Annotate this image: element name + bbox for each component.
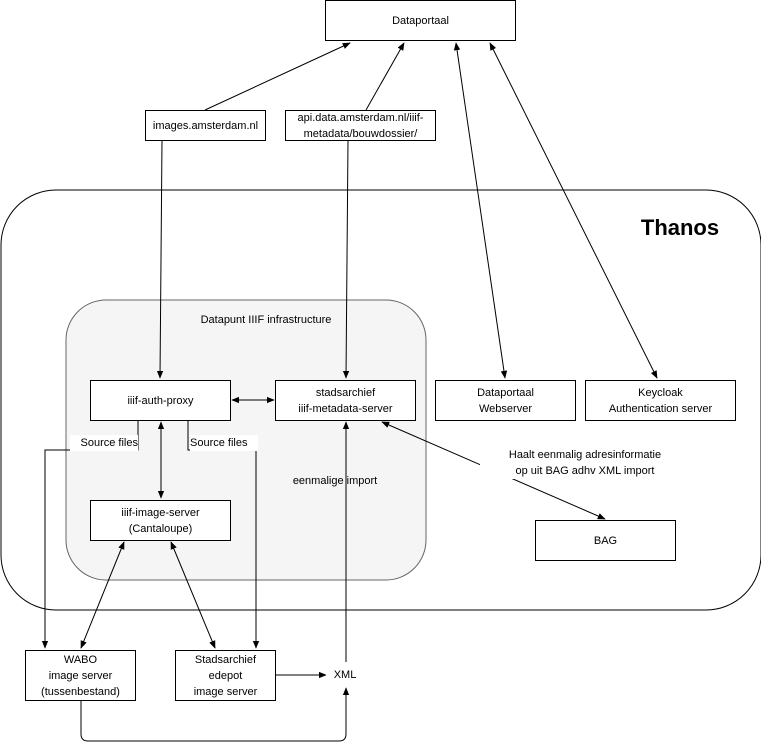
xml-label: XML — [326, 667, 364, 683]
arrow-api-to-metadata-server — [342, 139, 350, 379]
metadata-label-line1: stadsarchief — [315, 386, 376, 399]
metadata-server-box[interactable]: stadsarchief iiif-metadata-server — [275, 380, 416, 421]
arrow-images-to-dataportaal — [204, 42, 351, 111]
wabo-label-line3: (tussenbestand) — [41, 685, 120, 698]
images-amsterdam-label: images.amsterdam.nl — [152, 119, 259, 132]
thanos-title: Thanos — [640, 215, 720, 240]
bag-note-line1: Haalt eenmalig adresinformatie — [508, 449, 662, 461]
edepot-image-server-box[interactable]: Stadsarchief edepot image server — [175, 650, 276, 701]
api-metadata-box[interactable]: api.data.amsterdam.nl/iiif- metadata/bou… — [285, 110, 436, 141]
iiif-infrastructure-title: Datapunt IIIF infrastructure — [200, 314, 332, 326]
webserver-label-line2: Webserver — [479, 402, 532, 415]
bag-label: BAG — [593, 534, 618, 547]
metadata-label-line2: iiif-metadata-server — [298, 402, 393, 415]
image-server-label-line1: iiif-image-server — [121, 506, 200, 519]
dataportaal-box[interactable]: Dataportaal — [325, 0, 516, 41]
arrow-image-server-wabo — [80, 541, 125, 649]
keycloak-box[interactable]: Keycloak Authentication server — [585, 380, 736, 421]
iiif-image-server-box[interactable]: iiif-image-server (Cantaloupe) — [90, 500, 231, 541]
iiif-auth-proxy-box[interactable]: iiif-auth-proxy — [90, 380, 231, 421]
edepot-label-line2: edepot — [208, 669, 243, 682]
arrow-api-to-dataportaal — [365, 42, 405, 111]
arrow-wabo-to-xml — [80, 687, 350, 742]
wabo-image-server-box[interactable]: WABO image server (tussenbestand) — [25, 650, 136, 701]
bag-box[interactable]: BAG — [535, 520, 676, 561]
arrow-image-server-edepot — [170, 541, 216, 649]
arrow-dataportaal-keycloak — [489, 42, 658, 379]
arrow-images-to-auth-proxy — [156, 139, 164, 379]
bag-note-line2: op uit BAG adhv XML import — [515, 465, 655, 477]
wabo-label-line2: image server — [48, 669, 113, 682]
auth-proxy-label: iiif-auth-proxy — [127, 394, 194, 407]
wabo-label-line1: WABO — [63, 653, 98, 666]
source-files-left-label: Source files — [70, 435, 138, 451]
dataportaal-label: Dataportaal — [392, 14, 449, 27]
edepot-label-line3: image server — [193, 685, 258, 698]
edepot-label-line1: Stadsarchief — [194, 653, 257, 666]
image-server-label-line2: (Cantaloupe) — [128, 522, 193, 535]
keycloak-label-line2: Authentication server — [608, 402, 713, 415]
images-amsterdam-box[interactable]: images.amsterdam.nl — [145, 110, 266, 141]
source-files-right-label: Source files — [190, 435, 258, 451]
eenmalige-import-label: eenmalige import — [292, 475, 378, 487]
api-label-line1: api.data.amsterdam.nl/iiif- — [297, 111, 424, 124]
webserver-label-line1: Dataportaal — [477, 386, 534, 399]
api-label-line2: metadata/bouwdossier/ — [303, 127, 418, 140]
bag-note-label: Haalt eenmalig adresinformatie op uit BA… — [480, 447, 690, 479]
keycloak-label-line1: Keycloak — [638, 386, 683, 399]
dataportaal-webserver-box[interactable]: Dataportaal Webserver — [435, 380, 576, 421]
